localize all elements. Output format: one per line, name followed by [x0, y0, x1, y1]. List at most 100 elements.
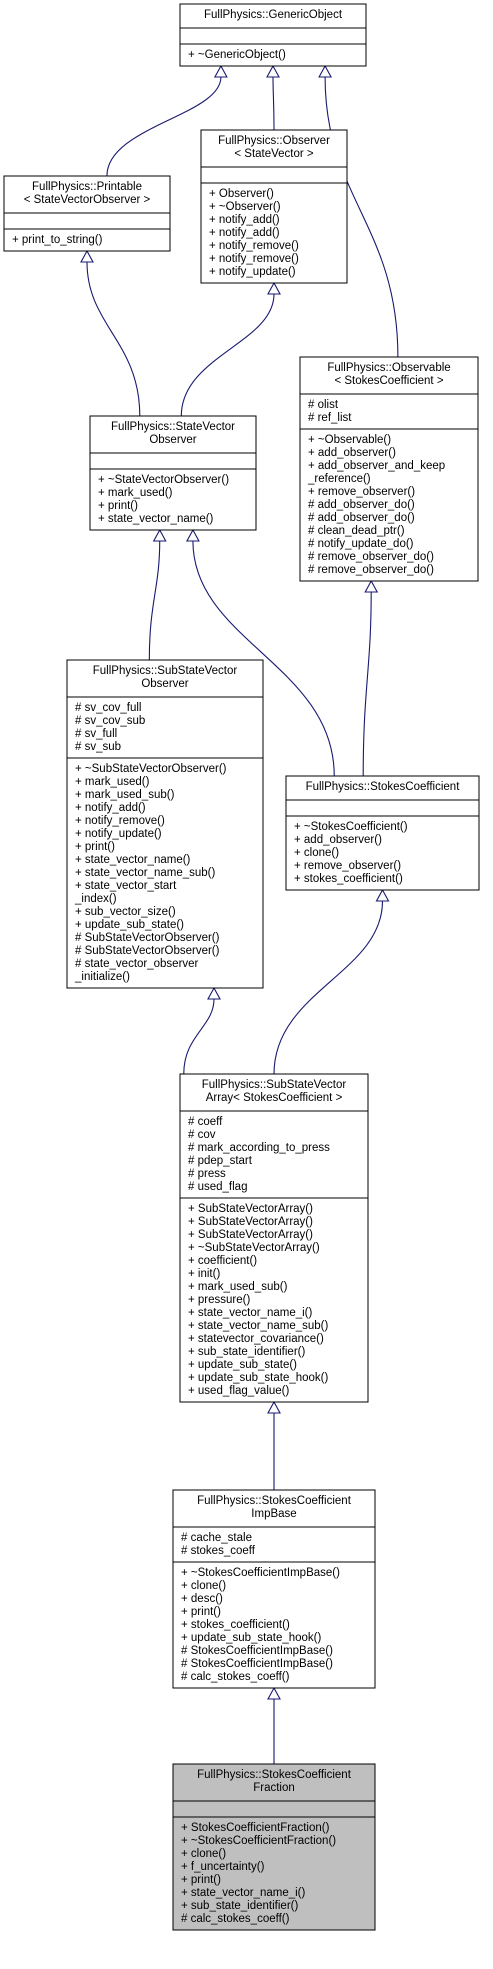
class-box-frame: [66, 659, 264, 989]
inheritance-arrowhead: [185, 528, 200, 542]
class-method: # add_observer_do(): [308, 512, 415, 524]
class-box-frame: [172, 1489, 376, 1689]
class-method: + clone(): [294, 847, 339, 859]
class-method: + update_sub_state_hook(): [181, 1632, 322, 1644]
class-method: + f_uncertainty(): [181, 1861, 265, 1873]
class-method: + state_vector_start: [75, 880, 177, 892]
class-attribute: # stokes_coeff: [181, 1545, 256, 1557]
class-box-frame: [89, 415, 257, 531]
class-method: # clean_dead_ptr(): [308, 525, 405, 537]
class-box-generic-object[interactable]: FullPhysics::GenericObject+ ~GenericObje…: [179, 3, 367, 67]
class-method: + sub_state_identifier(): [181, 1900, 298, 1912]
inheritance-edge: [267, 1686, 281, 1765]
class-attribute: # mark_according_to_press: [188, 1142, 330, 1154]
class-method: # StokesCoefficientImpBase(): [181, 1658, 333, 1670]
class-method: + add_observer_and_keep: [308, 460, 445, 472]
class-method: + print(): [75, 841, 115, 853]
class-method: + ~SubStateVectorArray(): [188, 1242, 320, 1254]
inheritance-arrowhead: [266, 64, 280, 78]
class-attribute: # sv_full: [75, 728, 117, 740]
inheritance-arrowhead: [267, 281, 281, 295]
class-method: + desc(): [181, 1593, 223, 1605]
inheritance-edge: [148, 528, 167, 661]
class-title: < StateVector >: [234, 148, 314, 160]
class-method: + used_flag_value(): [188, 1385, 290, 1397]
class-method: + ~Observer(): [209, 201, 281, 213]
class-attribute: # sv_sub: [75, 741, 121, 753]
class-method: # remove_observer_do(): [308, 551, 434, 563]
class-box-frame: [200, 129, 348, 284]
inheritance-arrowhead: [375, 888, 390, 902]
class-box-observable[interactable]: FullPhysics::Observable< StokesCoefficie…: [299, 356, 479, 582]
class-method: + sub_state_identifier(): [188, 1346, 305, 1358]
class-method: + update_sub_state(): [75, 919, 184, 931]
class-method: _index(): [74, 893, 117, 905]
inheritance-edge: [266, 64, 280, 131]
class-method: + state_vector_name_sub(): [188, 1320, 328, 1332]
inheritance-arrowhead: [267, 1400, 281, 1414]
inheritance-arrowhead: [207, 986, 221, 1000]
class-title: Observer: [141, 678, 188, 690]
class-method: + SubStateVectorArray(): [188, 1216, 313, 1228]
class-box-sub-state-vector-observer[interactable]: FullPhysics::SubStateVectorObserver# sv_…: [66, 659, 264, 989]
inheritance-arrowhead: [80, 249, 94, 263]
class-method: + clone(): [181, 1848, 226, 1860]
class-box-observer[interactable]: FullPhysics::Observer< StateVector >+ Ob…: [200, 129, 348, 284]
inheritance-arrowhead: [318, 64, 333, 78]
inheritance-edge: [318, 64, 399, 358]
class-method: + state_vector_name_i(): [188, 1307, 312, 1319]
class-attribute: # press: [188, 1168, 226, 1180]
class-method: + mark_used_sub(): [188, 1281, 288, 1293]
edge-line: [192, 540, 335, 777]
class-box-frame: [179, 1073, 369, 1403]
inheritance-arrowhead: [364, 579, 379, 593]
class-method: + ~Observable(): [308, 434, 391, 446]
class-method: _reference(): [307, 473, 371, 485]
class-box-stokes-coefficient-imp-base[interactable]: FullPhysics::StokesCoefficientImpBase# c…: [172, 1489, 376, 1689]
class-attribute: # sv_cov_sub: [75, 715, 145, 727]
class-method: + state_vector_name_i(): [181, 1887, 305, 1899]
class-box-sub-state-vector-array[interactable]: FullPhysics::SubStateVectorArray< Stokes…: [179, 1073, 369, 1403]
class-title: FullPhysics::SubStateVector: [93, 665, 238, 677]
inheritance-edge: [362, 579, 379, 777]
class-title: FullPhysics::Observable: [327, 362, 450, 374]
class-title: < StateVectorObserver >: [24, 194, 151, 206]
class-attribute: # used_flag: [188, 1181, 247, 1193]
class-box-state-vector-observer[interactable]: FullPhysics::StateVectorObserver+ ~State…: [89, 415, 257, 531]
class-attribute: # coeff: [188, 1116, 223, 1128]
class-method: + state_vector_name(): [98, 513, 214, 525]
class-title: ImpBase: [251, 1508, 296, 1520]
class-method: + mark_used(): [98, 487, 173, 499]
class-method: + notify_remove(): [209, 253, 299, 265]
class-attribute: # ref_list: [308, 412, 352, 424]
class-nodes: FullPhysics::GenericObject+ ~GenericObje…: [3, 3, 480, 1931]
inheritance-edge: [106, 64, 228, 177]
class-title: Observer: [149, 434, 196, 446]
class-box-frame: [285, 775, 480, 891]
class-box-frame: [172, 1763, 376, 1931]
class-method: + coefficient(): [188, 1255, 257, 1267]
class-method: + print(): [181, 1606, 221, 1618]
class-method: + notify_add(): [209, 227, 280, 239]
class-method: # state_vector_observer: [75, 958, 199, 970]
class-method: + state_vector_name(): [75, 854, 191, 866]
class-method: # SubStateVectorObserver(): [75, 945, 220, 957]
edge-line: [180, 293, 275, 417]
inheritance-arrowhead: [213, 64, 228, 78]
class-box-frame: [179, 3, 367, 67]
class-method: + print_to_string(): [12, 234, 103, 246]
class-attribute: # pdep_start: [188, 1155, 253, 1167]
class-method: + init(): [188, 1268, 220, 1280]
class-box-stokes-coefficient-fraction[interactable]: FullPhysics::StokesCoefficientFraction+ …: [172, 1763, 376, 1931]
class-method: + ~StokesCoefficient(): [294, 821, 408, 833]
class-method: + SubStateVectorArray(): [188, 1229, 313, 1241]
class-method: + clone(): [181, 1580, 226, 1592]
class-box-printable[interactable]: FullPhysics::Printable< StateVectorObser…: [3, 175, 171, 252]
class-box-stokes-coefficient[interactable]: FullPhysics::StokesCoefficient+ ~StokesC…: [285, 775, 480, 891]
class-method: + SubStateVectorArray(): [188, 1203, 313, 1215]
class-title: FullPhysics::Observer: [218, 135, 330, 147]
class-title: FullPhysics::StokesCoefficient: [197, 1495, 352, 1507]
class-method: # calc_stokes_coeff(): [181, 1671, 290, 1683]
class-title: FullPhysics::StateVector: [111, 421, 235, 433]
class-method: # notify_update_do(): [308, 538, 414, 550]
